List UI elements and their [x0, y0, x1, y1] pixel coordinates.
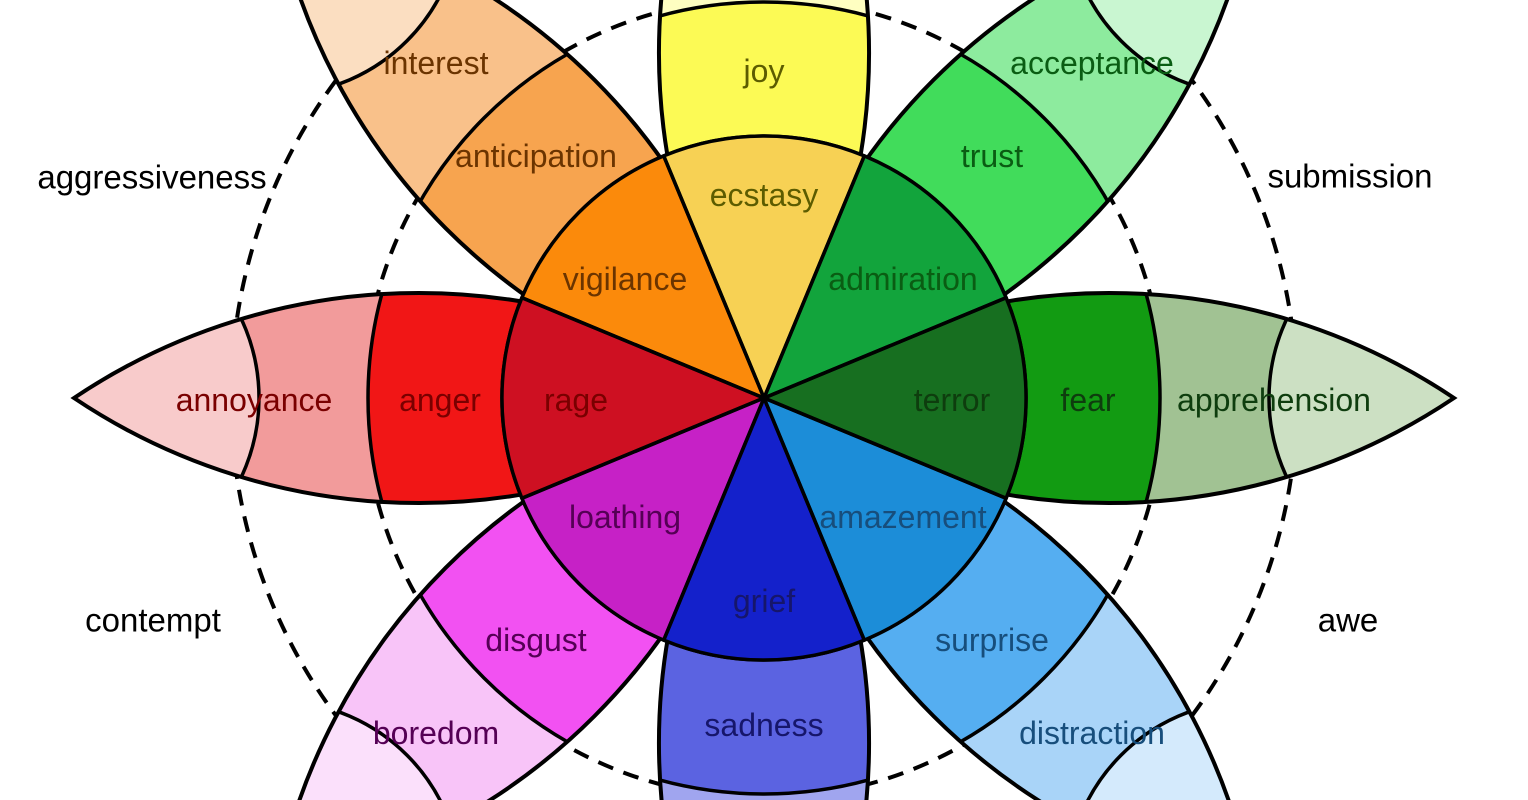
dyad-label-aggressiveness: aggressiveness	[37, 159, 266, 196]
inner-pie	[501, 135, 1027, 661]
label-trust-basic: trust	[961, 138, 1023, 174]
wedge-surprise	[764, 398, 1007, 641]
wedge-trust	[764, 155, 1007, 398]
label-trust-intense: admiration	[828, 261, 977, 297]
label-sadness-intense: grief	[733, 583, 795, 619]
label-disgust-intense: loathing	[569, 499, 681, 535]
dyad-labels: aggressiveness submission contempt awe	[37, 158, 1432, 639]
label-joy-intense: ecstasy	[710, 177, 818, 213]
emotion-labels: vigilance anticipation interest ecstasy joy a…	[176, 45, 1371, 751]
segment-fear-basic	[764, 292, 1162, 504]
wedge-sadness	[663, 398, 865, 661]
segment-surprise-tip	[1065, 699, 1327, 800]
wedge-anger-outline	[500, 295, 769, 501]
label-anger-basic: anger	[399, 382, 481, 418]
wedge-surprise-outline	[760, 394, 1009, 643]
dyad-label-submission: submission	[1267, 158, 1432, 195]
segment-anger-basic	[366, 292, 764, 504]
wedge-anticipation	[521, 155, 764, 398]
label-surprise-basic: surprise	[935, 622, 1049, 658]
label-joy-basic: joy	[743, 53, 785, 89]
label-surprise-mild: distraction	[1019, 715, 1165, 751]
wedge-trust-outline	[760, 153, 1009, 402]
label-surprise-intense: amazement	[819, 499, 986, 535]
segment-trust-tip	[1065, 0, 1327, 97]
label-anticipation-basic: anticipation	[455, 138, 617, 174]
inner-pie-outlines	[500, 134, 1028, 662]
label-anger-intense: rage	[544, 382, 608, 418]
label-anticipation-mild: interest	[384, 45, 489, 81]
wedge-joy-outline	[661, 134, 867, 403]
wedge-fear-outline	[759, 295, 1028, 501]
wedge-anticipation-outline	[519, 153, 768, 402]
wedge-sadness-outline	[661, 393, 867, 662]
label-sadness-basic: sadness	[704, 707, 823, 743]
segment-sadness-basic	[658, 398, 870, 796]
label-fear-mild: apprehension	[1177, 382, 1371, 418]
label-anger-mild: annoyance	[176, 382, 333, 418]
label-anticipation-intense: vigilance	[563, 261, 688, 297]
wedge-fear	[764, 297, 1027, 499]
label-disgust-mild: boredom	[373, 715, 499, 751]
segment-joy-basic	[658, 0, 870, 398]
label-fear-intense: terror	[914, 382, 991, 418]
wedge-anger	[501, 297, 764, 499]
dyad-label-awe: awe	[1318, 602, 1379, 639]
label-fear-basic: fear	[1060, 382, 1115, 418]
label-trust-mild: acceptance	[1010, 45, 1174, 81]
dyad-label-contempt: contempt	[85, 602, 221, 639]
label-disgust-basic: disgust	[485, 622, 587, 658]
wedge-joy	[663, 135, 865, 398]
